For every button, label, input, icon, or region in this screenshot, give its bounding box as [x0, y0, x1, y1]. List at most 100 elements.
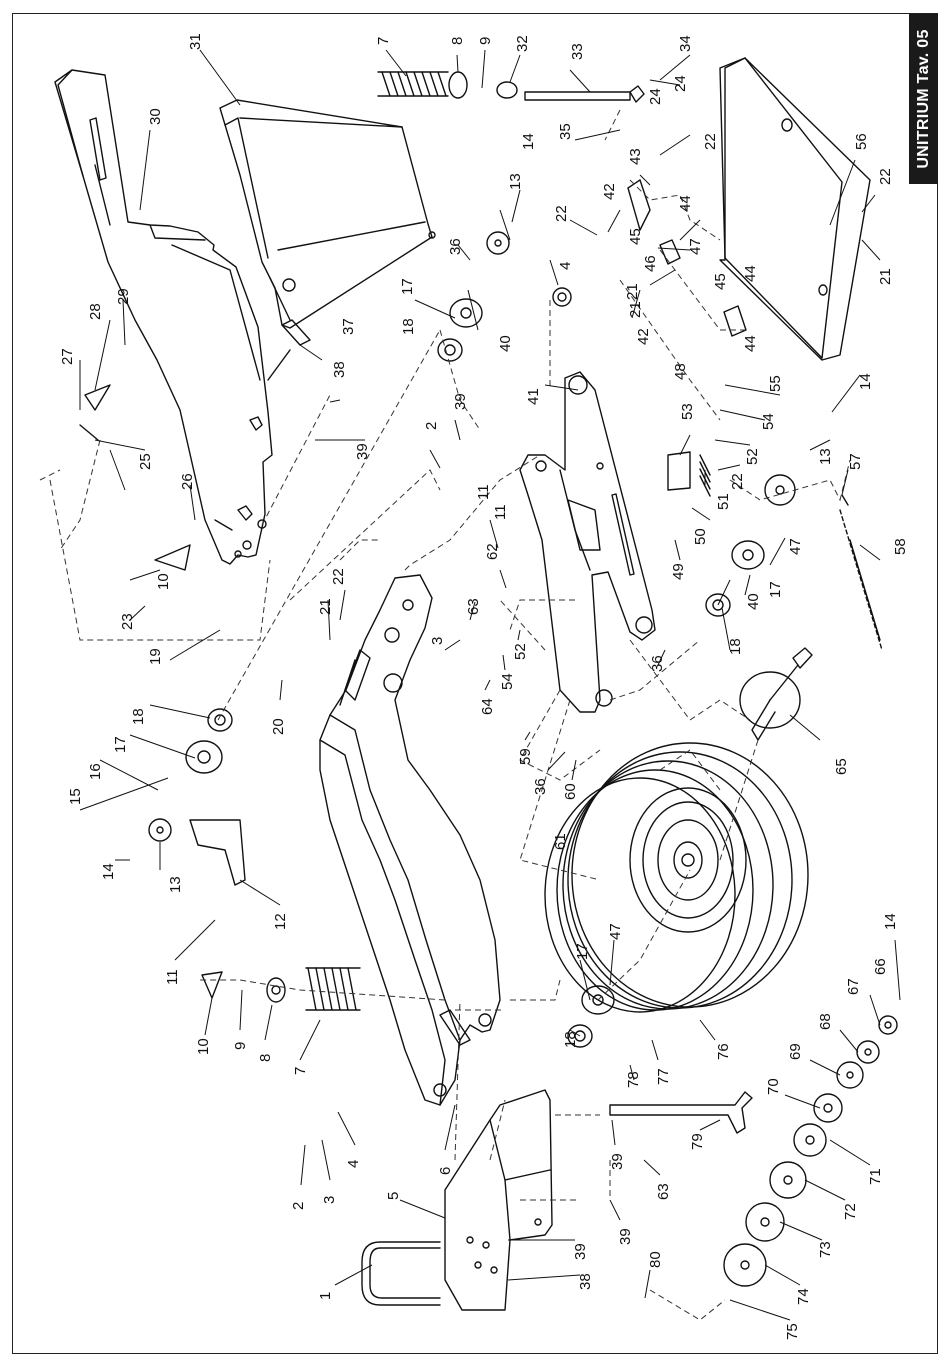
callout: 17: [767, 581, 784, 598]
callout: 62: [484, 543, 501, 560]
callout: 54: [760, 413, 777, 430]
callout: 54: [499, 673, 516, 690]
callout: 63: [655, 1183, 672, 1200]
callout: 39: [452, 393, 469, 410]
callout: 32: [514, 35, 531, 52]
callout: 39: [609, 1153, 626, 1170]
small-parts: [79, 179, 883, 999]
callout: 36: [649, 655, 666, 672]
callout: 8: [257, 1054, 274, 1062]
callout: 21: [627, 301, 644, 318]
callout: 44: [742, 335, 759, 352]
callout: 51: [715, 493, 732, 510]
callout: 6: [437, 1167, 454, 1175]
callout: 53: [679, 403, 696, 420]
callout: 19: [147, 648, 164, 665]
callout: 45: [627, 228, 644, 245]
callout: 71: [867, 1168, 884, 1185]
callout: 7: [292, 1067, 309, 1075]
callout: 10: [195, 1038, 212, 1055]
callout: 37: [340, 318, 357, 335]
callout: 12: [272, 913, 289, 930]
callout: 50: [692, 528, 709, 545]
callout: 22: [330, 568, 347, 585]
callout: 13: [507, 173, 524, 190]
callout: 63: [465, 598, 482, 615]
callout: 11: [475, 484, 492, 500]
part-swing-arm: [519, 371, 656, 713]
assembly-lines: [39, 109, 851, 1321]
callout: 24: [647, 88, 664, 105]
callout: 16: [87, 763, 104, 780]
callout: 10: [155, 573, 172, 590]
callout: 1: [317, 1292, 334, 1300]
callout: 9: [232, 1042, 249, 1050]
callout: 75: [784, 1323, 801, 1340]
callout: 5: [385, 1192, 402, 1200]
callout: 80: [647, 1251, 664, 1268]
callout: 48: [672, 363, 689, 380]
callout: 9: [477, 37, 494, 45]
callout: 21: [877, 268, 894, 285]
callout: 39: [617, 1228, 634, 1245]
callout: 14: [857, 373, 874, 390]
sprocket-set: [148, 231, 898, 1287]
callout: 45: [712, 273, 729, 290]
callout: 18: [562, 1031, 579, 1048]
callout: 59: [517, 748, 534, 765]
callout: 14: [520, 133, 537, 150]
callout: 65: [833, 758, 850, 775]
callout: 20: [270, 718, 287, 735]
callout: 74: [795, 1288, 812, 1305]
part-rod-33: [496, 81, 645, 103]
callout: 40: [497, 335, 514, 352]
callout: 13: [817, 448, 834, 465]
callout: 18: [727, 638, 744, 655]
callout: 22: [729, 473, 746, 490]
callout: 24: [672, 75, 689, 92]
callout: 4: [557, 262, 574, 270]
callout: 44: [677, 195, 694, 212]
callout: 60: [562, 783, 579, 800]
callout: 79: [689, 1133, 706, 1150]
callout: 21: [624, 283, 641, 300]
callout: 56: [853, 133, 870, 150]
part-wheel: [544, 742, 809, 1013]
callout: 76: [715, 1043, 732, 1060]
callout: 4: [345, 1160, 362, 1168]
callout: 47: [787, 538, 804, 555]
callout: 17: [574, 943, 591, 960]
callout: 52: [744, 448, 761, 465]
callout: 28: [87, 303, 104, 320]
callout: 3: [321, 1196, 338, 1204]
callout: 7: [375, 37, 392, 45]
callout: 72: [842, 1203, 859, 1220]
callout: 77: [655, 1068, 672, 1085]
callout: 41: [525, 388, 542, 405]
callout: 68: [817, 1013, 834, 1030]
callout: 47: [607, 923, 624, 940]
callout: 17: [112, 736, 129, 753]
callout: 3: [429, 637, 446, 645]
callout: 33: [569, 43, 586, 60]
parts-drawing: [54, 57, 898, 1311]
callout: 39: [572, 1243, 589, 1260]
callout: 2: [290, 1202, 307, 1210]
bearings: [185, 71, 765, 1048]
callout: 55: [767, 375, 784, 392]
callout: 38: [577, 1273, 594, 1290]
callout: 23: [119, 613, 136, 630]
part-hub-shaft: [739, 647, 813, 741]
callout: 18: [130, 708, 147, 725]
callout: 11: [492, 504, 509, 520]
part-shaft-79: [609, 1091, 753, 1134]
callout: 69: [787, 1043, 804, 1060]
callout: 30: [147, 108, 164, 125]
callout: 15: [67, 788, 84, 805]
callout: 43: [627, 148, 644, 165]
callout: 66: [872, 958, 889, 975]
callout: 13: [167, 876, 184, 893]
callout: 52: [512, 643, 529, 660]
page-frame: [12, 13, 938, 1354]
